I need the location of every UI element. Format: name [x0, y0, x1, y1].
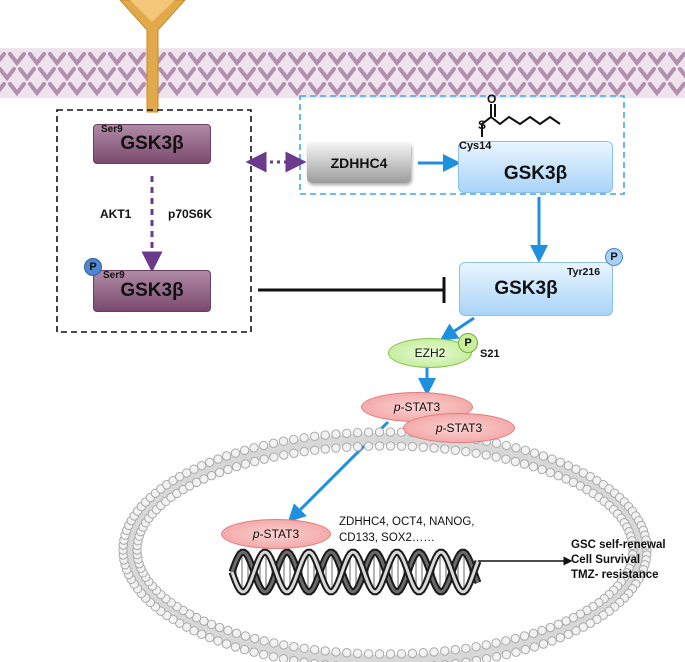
outcome-item: GSC self-renewal: [571, 539, 666, 551]
oxygen-atom-label: O: [487, 92, 497, 106]
target-genes-text: ZDHHC4, OCT4, NANOG, CD133, SOX2……: [339, 514, 474, 546]
gsk3b-palmitoylated-label: GSK3β: [503, 163, 568, 184]
s21-label: S21: [480, 348, 500, 360]
akt-pathway-box: [56, 109, 252, 333]
gsk3b-tyr216-label: GSK3β: [494, 278, 558, 299]
zdhhc4-node: ZDHHC4: [307, 142, 411, 183]
outcomes-list: GSC self-renewal Cell Survival TMZ- resi…: [571, 538, 666, 583]
phosphate-tyr216-icon: P: [605, 248, 623, 266]
gsk3b-palmitoylated-node: GSK3β: [458, 141, 613, 193]
outcome-item: TMZ- resistance: [571, 569, 659, 581]
palmitoyl-chain-icon: [481, 104, 561, 137]
pstat3-nuclear-node: p-STAT3: [221, 519, 331, 549]
gsk3b-label: GSK3β: [120, 133, 184, 154]
zdhhc4-label: ZDHHC4: [330, 154, 388, 171]
ezh2-label: EZH2: [414, 346, 446, 360]
target-genes-line-2: CD133, SOX2……: [339, 532, 435, 544]
ser9-phospho-site-label: Ser9: [103, 270, 125, 281]
tyr216-label: Tyr216: [567, 266, 601, 278]
gsk3b-node: GSK3β: [93, 124, 211, 164]
ezh2-arrow: [439, 316, 475, 341]
palmitoylation-box: [299, 95, 625, 195]
phosphate-s21-icon: P: [458, 333, 478, 353]
gsk3b-ser9-phospho-label: GSK3β: [120, 280, 184, 301]
target-genes-line-1: ZDHHC4, OCT4, NANOG,: [339, 516, 475, 528]
cell-membrane: [0, 48, 685, 98]
akt1-label: AKT1: [100, 207, 132, 221]
outcome-item: Cell Survival: [571, 554, 641, 566]
phosphate-icon: P: [84, 258, 102, 276]
gsk3b-ser9-phospho-node: GSK3β: [93, 270, 211, 312]
pstat3-node-2: p-STAT3: [403, 413, 515, 443]
cys14-label: Cys14: [459, 140, 492, 152]
ser9-site-label: Ser9: [101, 124, 123, 135]
sulfur-atom-label: S: [478, 118, 487, 132]
dna-helix-icon: [228, 548, 482, 596]
receptor-icon: [119, 0, 186, 113]
gsk3b-tyr216-node: GSK3β: [459, 262, 613, 316]
p70s6k-label: p70S6K: [168, 207, 213, 221]
